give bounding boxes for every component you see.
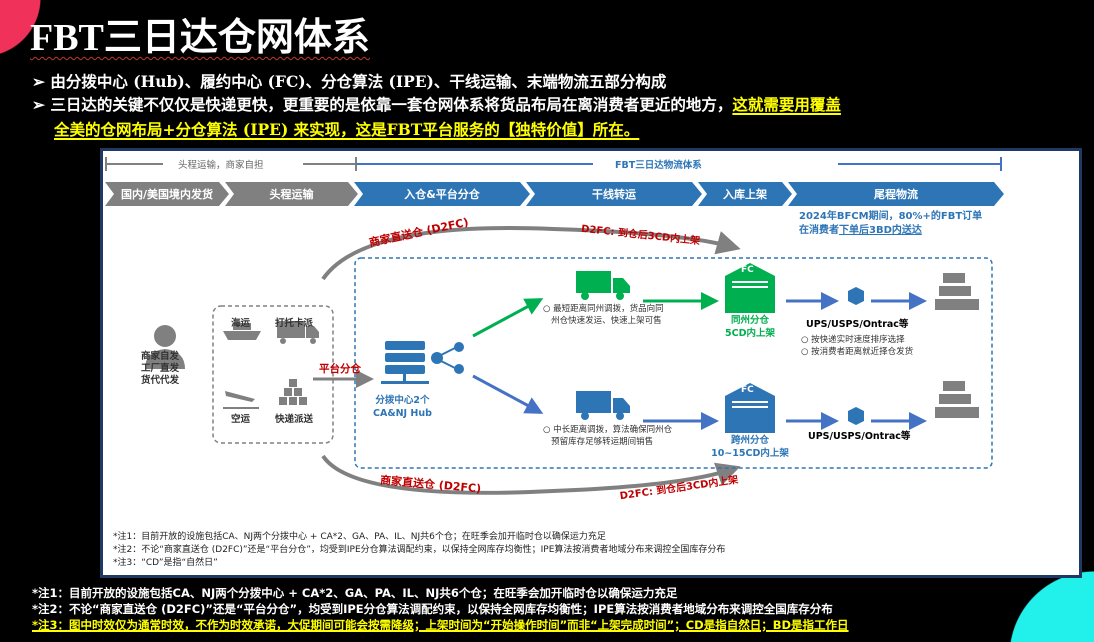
- mode-sea: 海运: [231, 318, 251, 329]
- pallet-truck-icon: [277, 321, 319, 344]
- platform-split-label: 平台分仓: [319, 363, 361, 375]
- mode-air: 空运: [231, 414, 251, 425]
- footnotes: *注1：目前开放的设施包括CA、NJ两个分拨中心 + CA*2、GA、PA、IL…: [32, 586, 849, 632]
- stage-domestic-shipping: 国内/美国境内发货: [105, 182, 229, 206]
- decorative-cyan-circle: [1008, 570, 1094, 642]
- diagram-lines: [105, 157, 1002, 495]
- far-route-desc: ○ 中长距离调拨，算法确保同州仓 预留库存足够转运期间销售: [543, 425, 673, 447]
- near-carrier: UPS/USPS/Ontrac等: [806, 319, 909, 330]
- timeline-left-label: 头程运输，商家自担: [178, 160, 264, 171]
- timeline-right-label: FBT三日达物流体系: [615, 160, 702, 171]
- page-title: FBT三日达仓网体系: [30, 17, 370, 59]
- boxes-icon: [279, 379, 307, 405]
- timeline-bars: [105, 157, 1002, 171]
- ship-icon: [223, 323, 261, 340]
- stage-inbound-split: 入仓&平台分仓: [354, 182, 530, 206]
- mode-ltl: 打托卡派: [275, 318, 314, 329]
- bfcm-note: 2024年BFCM期间，80%+的FBT订单 在消费者下单后3BD内送达: [799, 211, 983, 236]
- stage-first-mile: 头程运输: [225, 182, 358, 206]
- bullet-1: ➢ 由分拨中心 (Hub)、履约中心 (FC)、分仓算法 (IPE)、干线运输、…: [32, 72, 667, 91]
- decorative-red-circle: [0, 0, 42, 62]
- merchant-person-icon: [145, 325, 185, 369]
- fc-badge-near: FC: [741, 265, 754, 275]
- fc-badge-far: FC: [741, 385, 754, 395]
- airplane-icon: [223, 391, 259, 409]
- diagram-panel: 头程运输，商家自担 FBT三日达物流体系 国内/美国境内发货 头程运输 入仓&平…: [100, 148, 1082, 578]
- fc-warehouse-green-icon: [725, 263, 775, 313]
- blue-truck-icon: [576, 391, 630, 420]
- parcel-box-icon: [848, 287, 864, 425]
- near-route-arrow: [472, 298, 544, 338]
- green-truck-icon: [576, 271, 630, 300]
- hub-server-icon: [381, 341, 464, 384]
- carrier-selection-notes: ○ 按快递实时速度排序选择○ 按消费者距离就近择仓发货: [801, 335, 914, 357]
- mode-parcel: 快递派送: [275, 414, 314, 425]
- stage-last-mile: 尾程物流: [788, 182, 1004, 206]
- merchant-label: 商家自发工厂直发货代代发: [141, 351, 180, 386]
- near-route-desc: ○ 最短距离同州调拨，货品向同 州仓快速发运、快速上架可售: [543, 304, 664, 326]
- far-carrier: UPS/USPS/Ontrac等: [808, 431, 911, 442]
- stage-linehaul: 干线转运: [526, 182, 702, 206]
- transport-mode-box: [212, 305, 334, 444]
- far-route-arrow: [472, 374, 544, 414]
- panel-notes: *注1：目前开放的设施包括CA、NJ两个分拨中心 + CA*2、GA、PA、IL…: [113, 532, 726, 568]
- bullet-2-continued: 全美的仓网布局+分仓算法 (IPE) 来实现，这是FBT平台服务的【独特价值】所…: [54, 120, 640, 139]
- consumers-crowd-icon: [935, 273, 979, 418]
- d2fc-top-arc: [321, 226, 741, 281]
- bullet-2: ➢ 三日达的关键不仅仅是快递更快，更重要的是依靠一套仓网体系将货品布局在离消费者…: [32, 95, 841, 114]
- fc-warehouse-blue-icon: [725, 383, 775, 433]
- stage-putaway: 入库上架: [698, 182, 792, 206]
- d2fc-bottom-arc: [321, 454, 741, 495]
